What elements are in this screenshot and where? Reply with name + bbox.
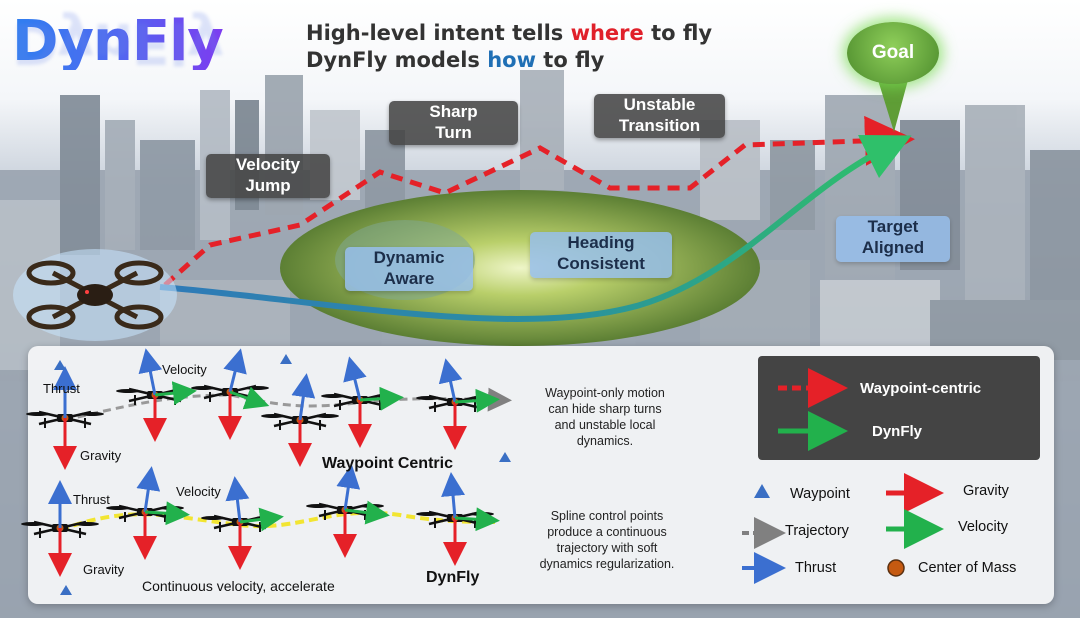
waypoint-velocity-label: Velocity bbox=[162, 362, 207, 377]
waypoint-drones bbox=[24, 384, 496, 432]
waypoint-trajectory bbox=[64, 387, 512, 422]
waypoint-marker-icon bbox=[54, 360, 66, 370]
legend-velocity-label: Velocity bbox=[958, 519, 1008, 535]
waypoint-thrust-label: Thrust bbox=[43, 381, 80, 396]
dynfly-force-arrows bbox=[48, 464, 500, 577]
waypoint-force-arrows bbox=[53, 348, 500, 470]
dynfly-path bbox=[159, 134, 912, 322]
waypoint-centric-title: Waypoint Centric bbox=[322, 455, 453, 472]
waypoint-gravity-label: Gravity bbox=[80, 448, 122, 463]
dynfly-thrust-label: Thrust bbox=[73, 492, 110, 507]
dynfly-velocity-label: Velocity bbox=[176, 484, 221, 499]
legend-gravity-label: Gravity bbox=[963, 483, 1009, 499]
dynfly-title: DynFly bbox=[426, 569, 480, 586]
path-legend: Waypoint-centric DynFly bbox=[758, 356, 1040, 460]
legend-waypoint-icon bbox=[754, 484, 770, 498]
legend-center-of-mass-icon bbox=[887, 559, 905, 577]
legend-dynfly-label: DynFly bbox=[872, 423, 923, 440]
dynfly-gravity-label: Gravity bbox=[83, 562, 125, 577]
headline-line-2: DynFly models how to fly bbox=[306, 48, 605, 72]
legend-waypoint-centric-label: Waypoint-centric bbox=[860, 380, 982, 397]
headline: High-level intent tells where to fly Dyn… bbox=[306, 20, 712, 74]
dynfly-logo: DynFly bbox=[12, 9, 224, 74]
waypoint-marker-icon bbox=[60, 585, 72, 595]
waypoint-marker-icon bbox=[280, 354, 292, 364]
legend-trajectory-label: Trajectory bbox=[785, 523, 849, 539]
drone-icon bbox=[13, 249, 177, 341]
legend-waypoint-label: Waypoint bbox=[790, 486, 850, 502]
waypoint-marker-icon bbox=[499, 452, 511, 462]
headline-line-1: High-level intent tells where to fly bbox=[306, 21, 713, 45]
goal-pin bbox=[878, 80, 908, 132]
legend-center-of-mass-label: Center of Mass bbox=[918, 560, 1017, 576]
dynfly-caption: Continuous velocity, accelerate bbox=[142, 578, 335, 594]
legend-thrust-label: Thrust bbox=[795, 560, 837, 576]
waypoint-centric-path bbox=[163, 115, 915, 287]
goal-marker: Goal bbox=[847, 22, 939, 84]
